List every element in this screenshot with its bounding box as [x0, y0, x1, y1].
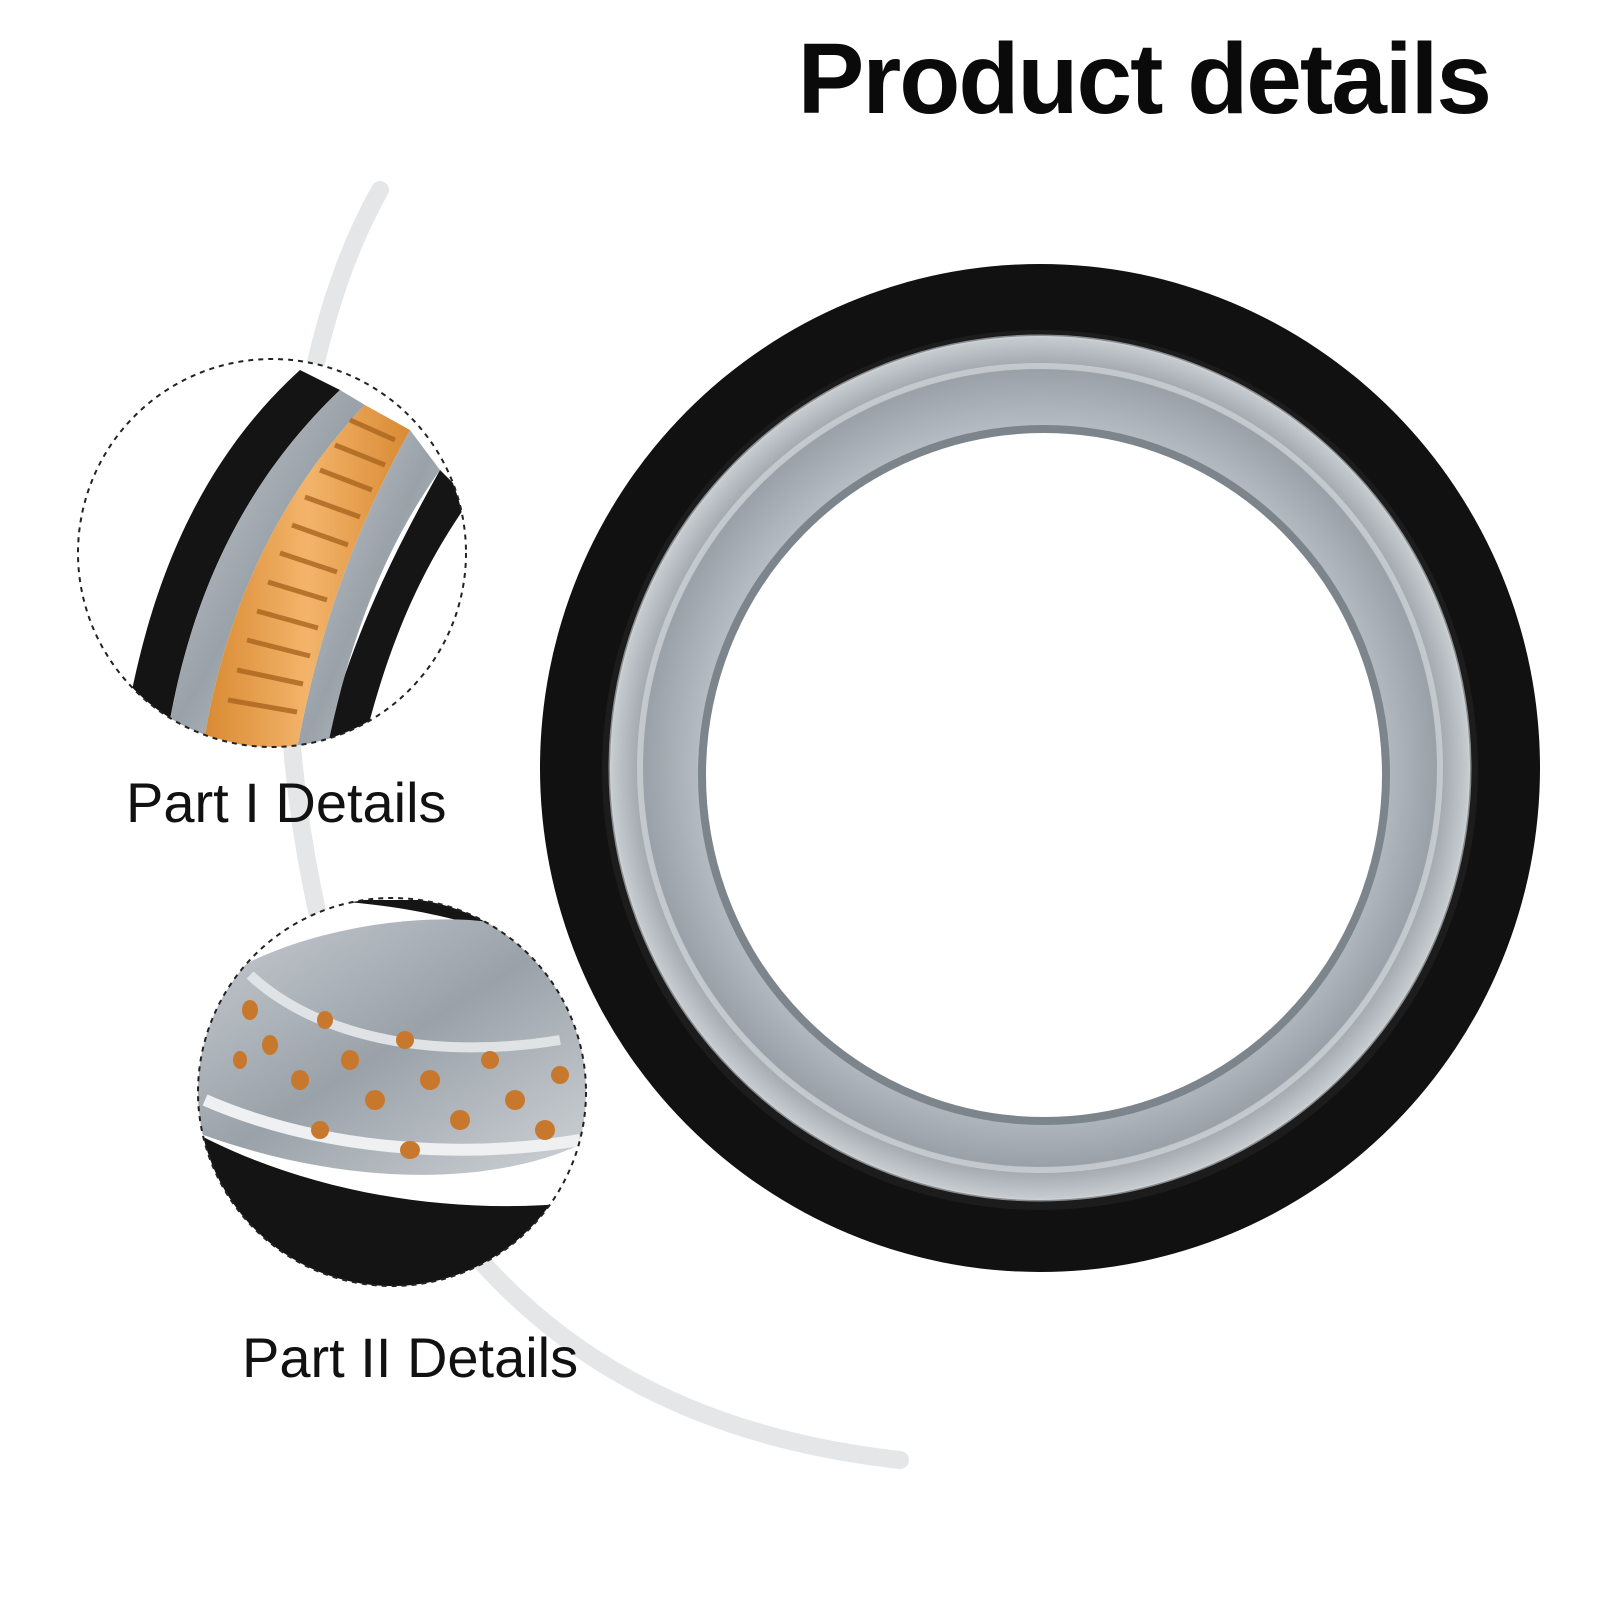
main-filter-ring — [540, 264, 1540, 1272]
detail-1-outline — [77, 358, 467, 748]
detail-circle-part-2 — [197, 897, 587, 1287]
detail-2-label: Part II Details — [242, 1326, 579, 1389]
detail-1-label: Part I Details — [126, 771, 447, 834]
center-opening — [698, 425, 1390, 1125]
detail-2-outline — [197, 897, 587, 1287]
page-title: Product details — [797, 23, 1492, 135]
detail-circle-part-1 — [77, 358, 467, 748]
